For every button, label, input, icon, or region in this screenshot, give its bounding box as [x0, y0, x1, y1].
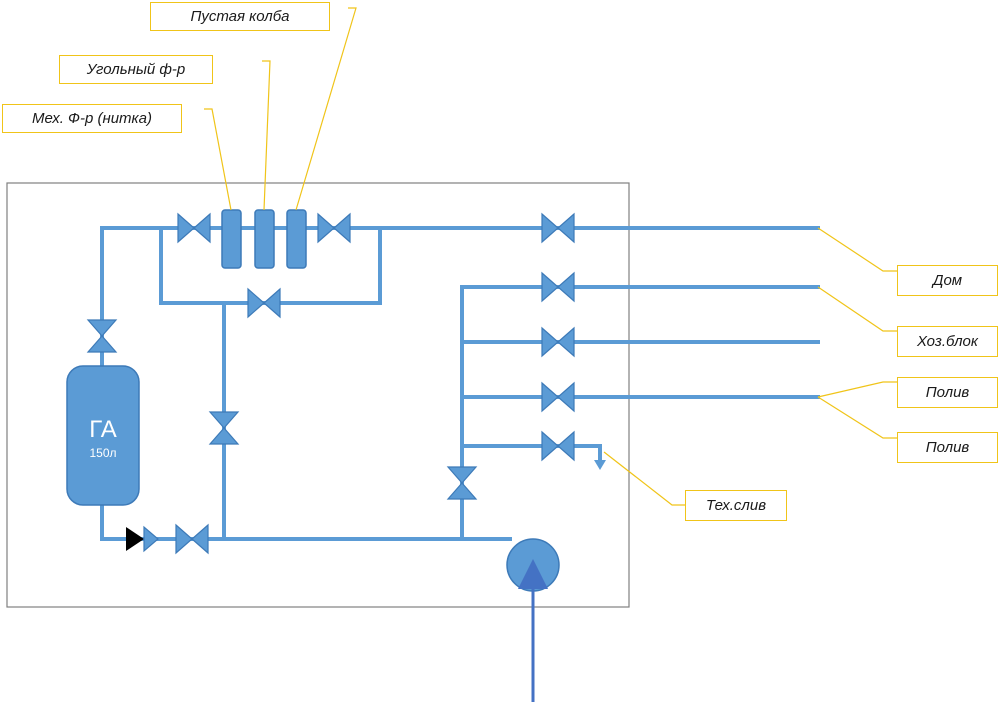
label-empty-flask: Пустая колба: [150, 2, 330, 31]
leader-house: [817, 227, 897, 272]
leader-empty-flask: [295, 7, 357, 211]
leader-watering-2: [817, 396, 897, 439]
leader-tech-drain: [603, 451, 685, 506]
label-mech-filter: Мех. Ф-р (нитка): [2, 104, 182, 133]
pipes: [100, 226, 820, 541]
label-carbon-filter: Угольный ф-р: [59, 55, 213, 84]
tank-outlet-pipe: [100, 503, 512, 541]
carbon-filter-canister: [254, 209, 275, 269]
empty-flask-canister: [286, 209, 307, 269]
label-tech-drain: Тех.слив: [685, 490, 787, 521]
valve-main-pre-filter: [177, 212, 211, 244]
valve-bypass-drop: [208, 411, 240, 445]
label-watering-2: Полив: [897, 432, 998, 463]
label-house: Дом: [897, 265, 998, 296]
valve-utility: [541, 271, 575, 303]
branch-drain-pipe: [460, 444, 602, 464]
valve-watering-1: [541, 326, 575, 358]
drain-arrow-icon: [594, 460, 606, 470]
leader-watering-1: [817, 381, 897, 398]
valve-house: [541, 212, 575, 244]
label-utility-block: Хоз.блок: [897, 326, 998, 357]
leader-carbon-filter: [262, 60, 271, 211]
label-watering-1: Полив: [897, 377, 998, 408]
valve-tank-outlet: [175, 523, 209, 555]
check-valve: [126, 525, 159, 553]
valve-manifold: [446, 466, 478, 500]
leader-utility: [817, 286, 897, 332]
leader-lines: [204, 7, 897, 506]
tank-capacity: 150л: [89, 446, 117, 460]
leader-mech-filter: [204, 108, 232, 211]
pressure-tank: [66, 365, 140, 506]
valve-watering-2: [541, 381, 575, 413]
valve-main-post-filter: [317, 212, 351, 244]
valve-tank-riser: [86, 319, 118, 353]
tank-title: ГА: [89, 416, 117, 443]
mech-filter-canister: [221, 209, 242, 269]
valve-bypass: [247, 287, 281, 319]
valve-drain: [541, 430, 575, 462]
